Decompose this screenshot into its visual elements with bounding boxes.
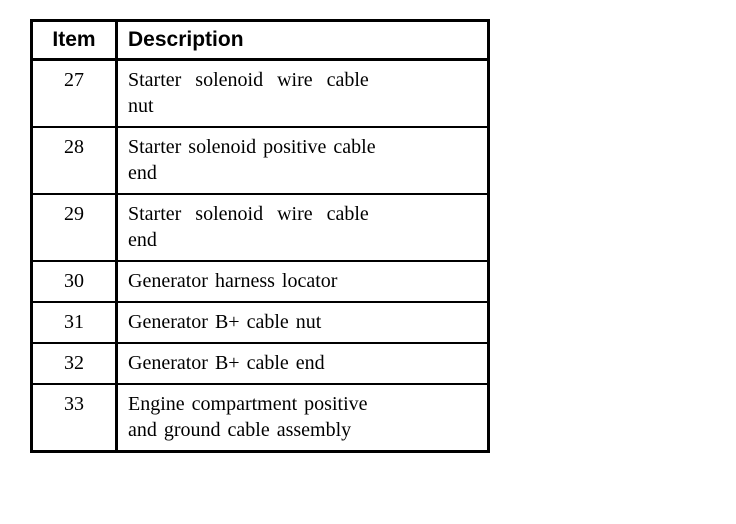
cell-item-number: 30	[31, 260, 118, 302]
cell-item-number: 28	[31, 126, 118, 194]
description-line: Starter solenoid wire cable	[128, 69, 369, 91]
cell-description: Engine compartment positive and ground c…	[116, 383, 489, 452]
column-header-item: Item	[31, 20, 118, 61]
table-row: 27 Starter solenoid wire cable nut	[31, 59, 489, 128]
cell-item-number: 27	[31, 59, 118, 127]
table-header: Item Description	[31, 20, 489, 61]
column-header-description: Description	[116, 20, 489, 61]
description-line: nut	[128, 95, 154, 117]
table-row: 28 Starter solenoid positive cable end	[31, 126, 489, 194]
table-row: 30 Generator harness locator	[31, 260, 489, 302]
description-line: end	[128, 229, 157, 251]
cell-item-number: 32	[31, 342, 118, 384]
description-line: Starter solenoid positive cable	[128, 136, 376, 158]
table-row: 29 Starter solenoid wire cable end	[31, 193, 489, 261]
table-row: 32 Generator B+ cable end	[31, 342, 489, 384]
parts-table: Item Description 27 Starter solenoid wir…	[30, 19, 490, 453]
cell-description: Starter solenoid positive cable end	[116, 126, 489, 194]
cell-item-number: 33	[31, 383, 118, 452]
cell-description: Starter solenoid wire cable end	[116, 193, 489, 261]
cell-description: Generator B+ cable end	[116, 342, 489, 384]
cell-description: Generator harness locator	[116, 260, 489, 302]
cell-item-number: 31	[31, 301, 118, 343]
description-line: and ground cable assembly	[128, 419, 352, 441]
description-line: end	[128, 162, 157, 184]
table-header-row: Item Description	[31, 20, 489, 61]
cell-description: Generator B+ cable nut	[116, 301, 489, 343]
table-body: 27 Starter solenoid wire cable nut 28 St…	[31, 59, 489, 452]
description-line: Generator B+ cable nut	[128, 311, 322, 333]
cell-description: Starter solenoid wire cable nut	[117, 60, 489, 128]
table-row: 33 Engine compartment positive and groun…	[31, 383, 489, 452]
description-line: Generator B+ cable end	[128, 352, 325, 374]
description-line: Engine compartment positive	[128, 393, 368, 415]
cell-item-number: 29	[31, 193, 118, 261]
table-row: 31 Generator B+ cable nut	[31, 301, 489, 343]
description-line: Starter solenoid wire cable	[128, 203, 369, 225]
description-line: Generator harness locator	[128, 270, 338, 292]
